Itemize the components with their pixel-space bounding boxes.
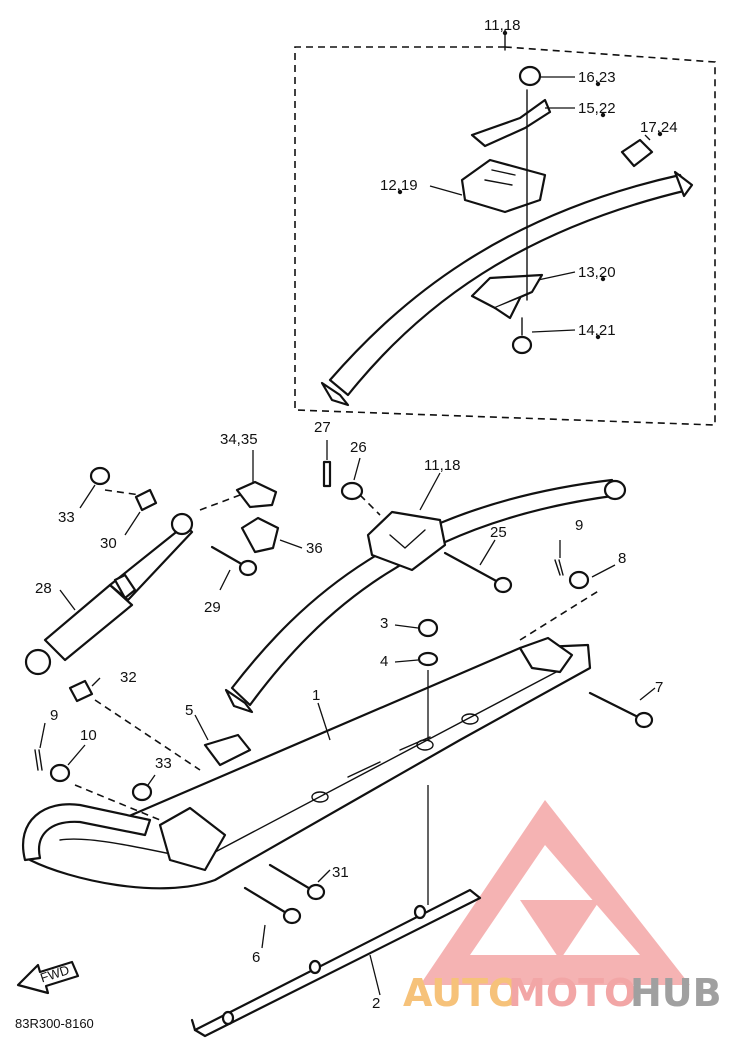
watermark-auto: AUTO	[403, 971, 520, 1015]
callout-30: 30	[100, 535, 117, 552]
collar-26	[340, 481, 364, 501]
collar-30	[134, 488, 158, 512]
watermark-logo	[420, 800, 690, 985]
callout-15-22: 15,22	[578, 100, 616, 117]
callout-2: 2	[372, 995, 380, 1012]
bolt-14	[511, 317, 533, 355]
shock-absorber-28	[24, 512, 194, 676]
callout-32: 32	[120, 669, 137, 686]
callout-14-21: 14,21	[578, 322, 616, 339]
watermark-hub: HUB	[630, 971, 722, 1015]
stopper-34	[235, 480, 278, 509]
collar-32	[68, 679, 94, 703]
leaf-spring	[224, 478, 627, 714]
nut-3	[417, 618, 439, 638]
callout-16-23: 16,23	[578, 69, 616, 86]
callout-1: 1	[312, 687, 320, 704]
ski-1	[28, 636, 592, 890]
collar-17	[620, 138, 654, 168]
nut-10	[49, 763, 71, 783]
nut-16	[518, 65, 542, 87]
runner-2	[190, 888, 482, 1038]
bracket-36	[240, 516, 280, 554]
cap-33-bottom	[131, 782, 153, 802]
callout-dots	[397, 30, 663, 340]
spring-saddle-12	[460, 158, 547, 214]
callout-7: 7	[655, 679, 663, 696]
callout-6: 6	[252, 949, 260, 966]
callout-33a: 33	[58, 509, 75, 526]
bolt-7	[588, 691, 654, 729]
callouts: 11,18 16,23 15,22 17,24 12,19 13,20 14,2…	[35, 17, 678, 1012]
detail-box	[294, 46, 716, 426]
bracket-5	[203, 733, 252, 767]
callout-8: 8	[618, 550, 626, 567]
callout-13-20: 13,20	[578, 264, 616, 281]
callout-3: 3	[380, 615, 388, 632]
callout-9a: 9	[575, 517, 583, 534]
pin-9-top	[554, 559, 564, 576]
callout-28: 28	[35, 580, 52, 597]
callout-12-19: 12,19	[380, 177, 418, 194]
bolt-31	[268, 863, 326, 901]
pin-9-left	[34, 749, 43, 771]
washer-4	[417, 651, 439, 667]
callout-9b: 9	[50, 707, 58, 724]
callout-4: 4	[380, 653, 388, 670]
callout-27: 27	[314, 419, 331, 436]
ski-mount-bracket	[158, 806, 227, 872]
leaf-spring-detail	[320, 170, 694, 407]
callout-26: 26	[350, 439, 367, 456]
bolt-25	[443, 551, 513, 594]
callout-36: 36	[306, 540, 323, 557]
callout-10: 10	[80, 727, 97, 744]
watermark-moto: MOTO	[508, 971, 636, 1015]
watermark-text: AUTO MOTO HUB	[403, 971, 722, 1015]
diagram-code: 83R300-8160	[15, 1016, 94, 1031]
callout-34-35: 34,35	[220, 431, 258, 448]
callout-11-18-top: 11,18	[484, 17, 520, 34]
clip-15	[470, 98, 552, 148]
leader-lines	[39, 76, 656, 996]
cap-33-top	[89, 466, 111, 486]
bolt-6	[243, 886, 302, 925]
bolt-29	[210, 545, 258, 577]
fwd-arrow-icon: FWD	[16, 960, 80, 995]
spring-bracket-11	[366, 510, 447, 572]
callout-5: 5	[185, 702, 193, 719]
callout-11-18: 11,18	[424, 457, 460, 474]
handle-loop	[22, 803, 152, 862]
plate-13	[470, 273, 544, 320]
callout-33b: 33	[155, 755, 172, 772]
callout-29: 29	[204, 599, 221, 616]
callout-25: 25	[490, 524, 507, 541]
bolt-27	[322, 460, 332, 488]
callout-31: 31	[332, 864, 349, 881]
nut-8	[568, 570, 590, 590]
callout-17-24: 17,24	[640, 119, 678, 136]
